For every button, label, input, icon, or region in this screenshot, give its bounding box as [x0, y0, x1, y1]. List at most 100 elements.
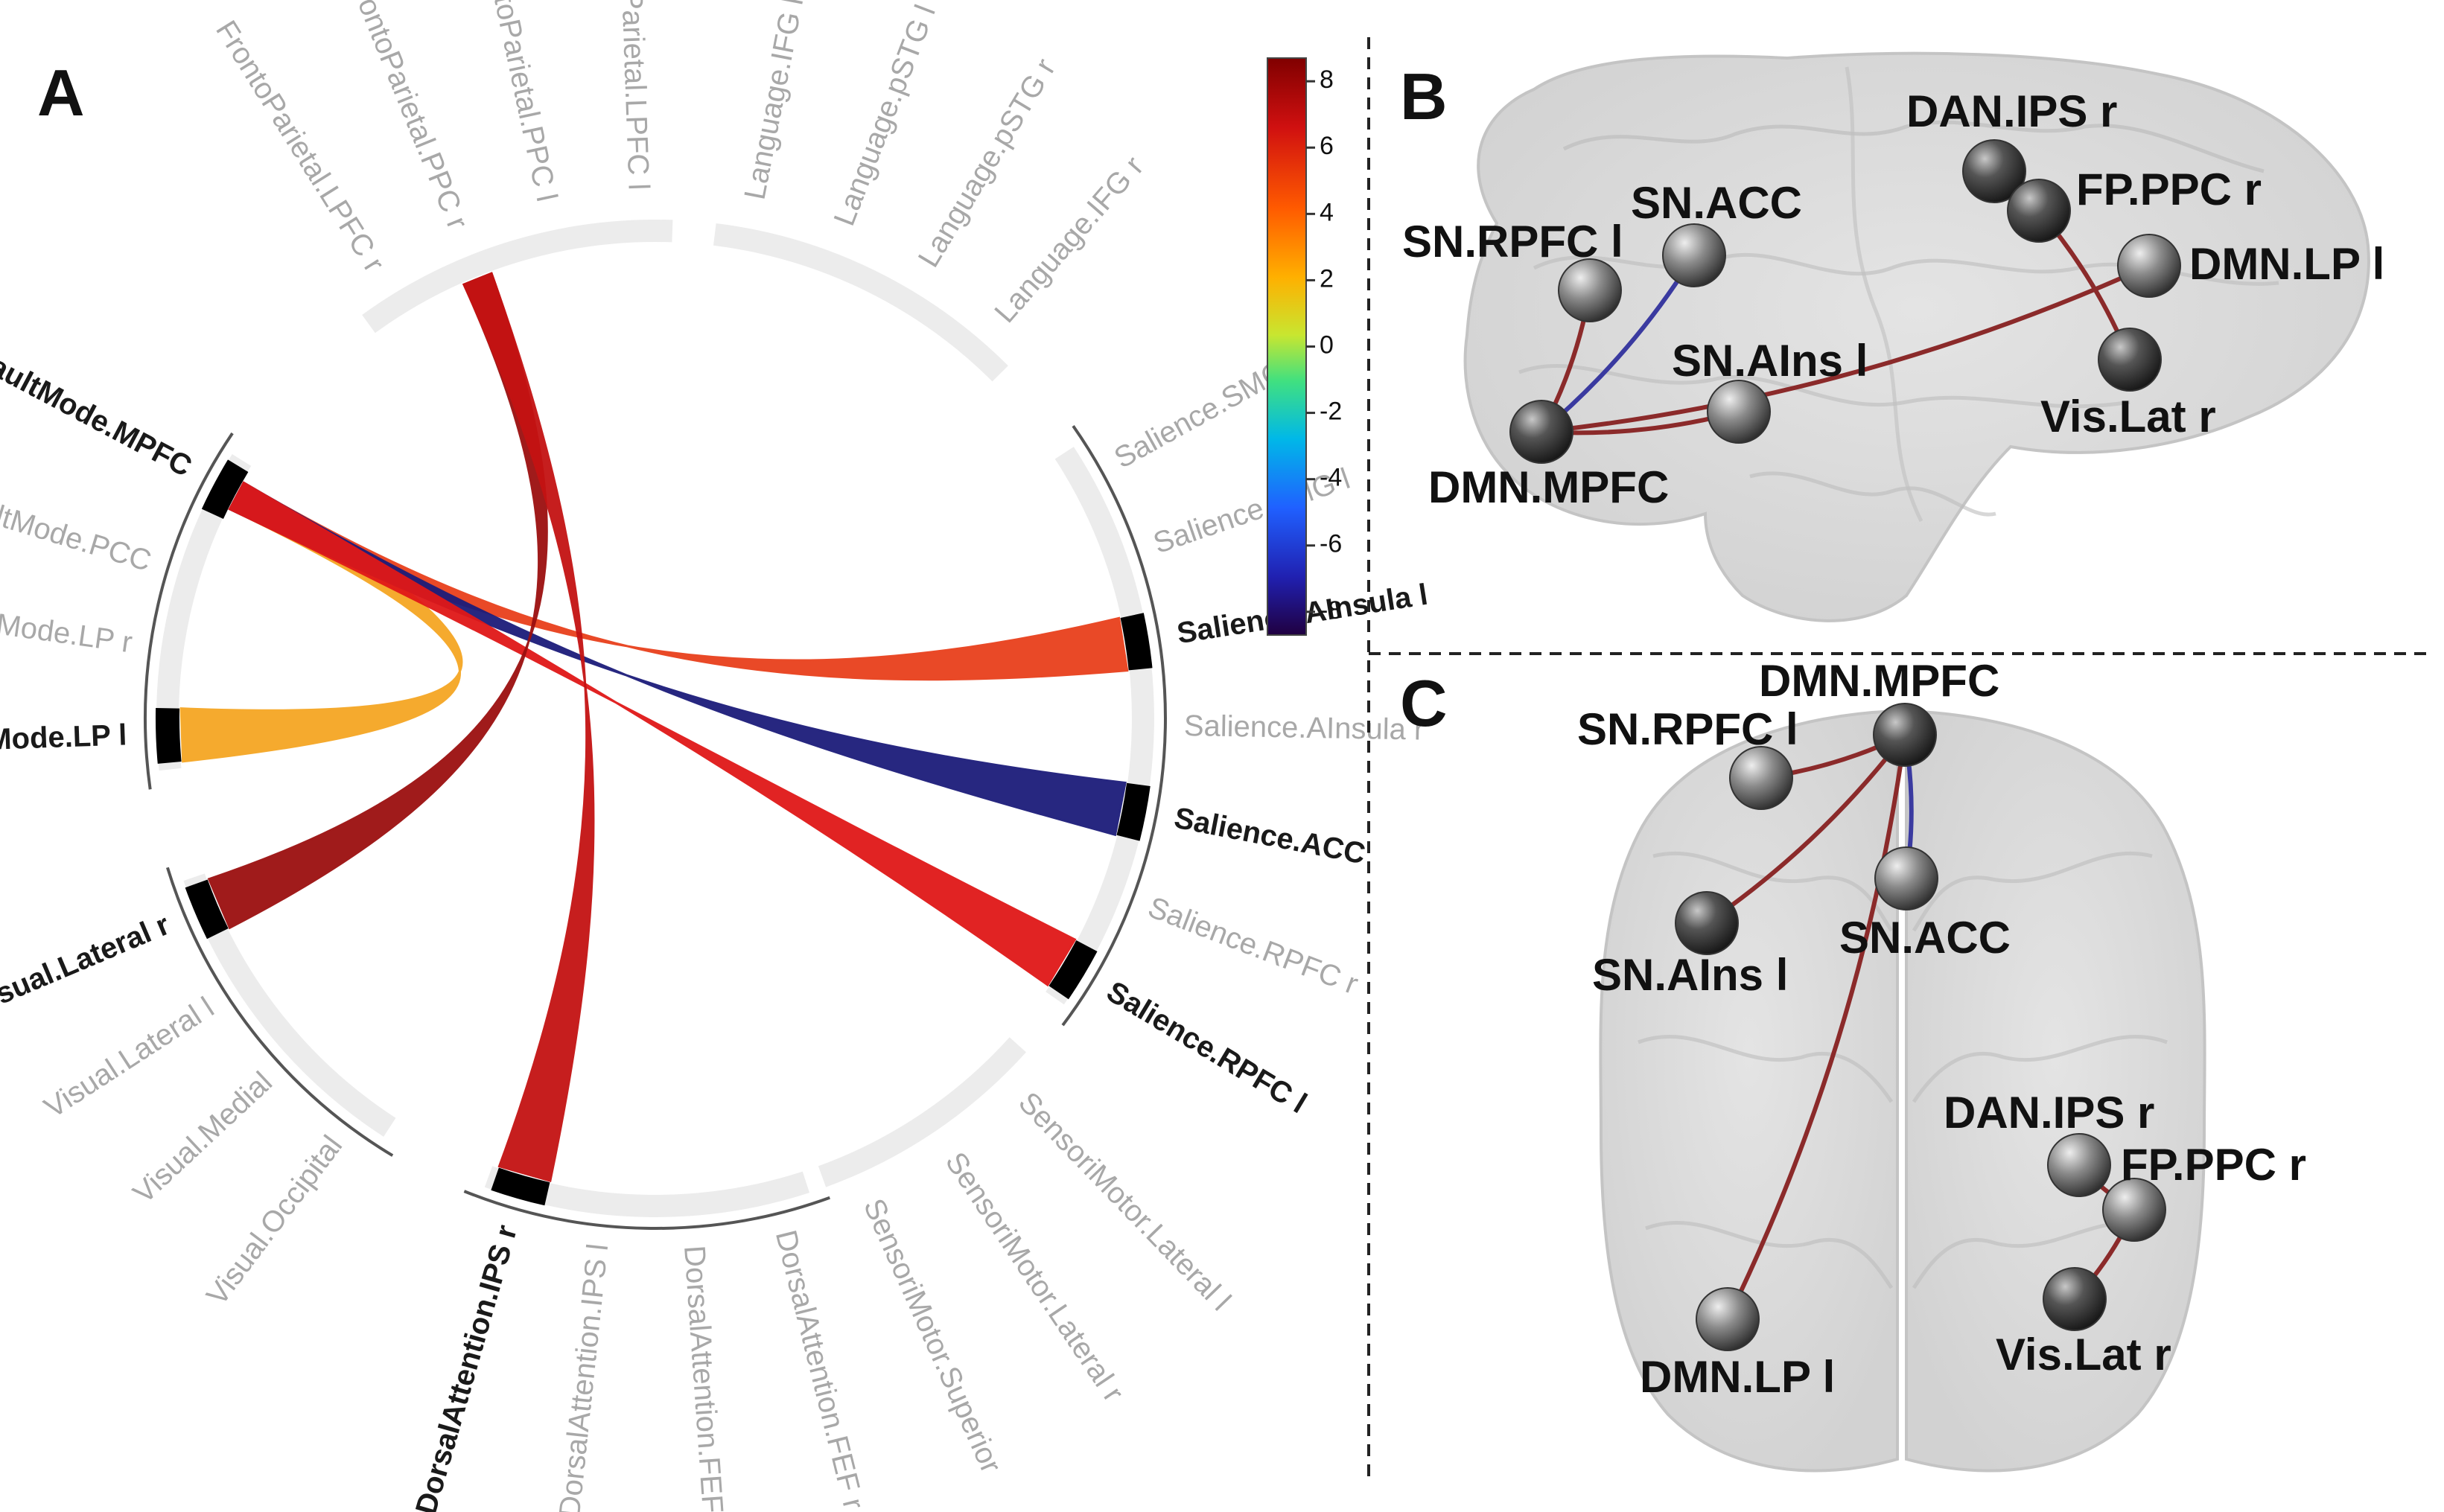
colorbar-tick-label: 0	[1320, 331, 1334, 359]
brain-node-label: FP.PPC r	[2121, 1140, 2306, 1190]
roi-label: DefaultMode.LP r	[0, 595, 134, 660]
brain-node-label: DMN.LP l	[2189, 239, 2384, 289]
panel-a-letter: A	[37, 56, 85, 130]
brain-node-label: DAN.IPS r	[1944, 1088, 2154, 1138]
chord-connection	[462, 272, 595, 1183]
roi-label: Visual.Lateral l	[39, 991, 220, 1124]
roi-label: FrontoParietal.LPFC l	[612, 0, 655, 191]
brain-node-label: SN.AIns l	[1592, 950, 1788, 1000]
brain-node-label: FP.PPC r	[2076, 165, 2262, 214]
ring-network-bracket	[463, 1190, 830, 1230]
colorbar-tick-label: -6	[1320, 530, 1342, 558]
ring-network-segment	[713, 223, 1008, 382]
colorbar-tick-label: 2	[1320, 264, 1334, 293]
ring-roi-marker	[1120, 613, 1153, 671]
colorbar-gradient	[1267, 57, 1307, 636]
roi-label: Language.IFG r	[988, 150, 1150, 329]
brain-node	[2007, 179, 2071, 243]
brain-node-label: SN.ACC	[1631, 178, 1802, 228]
brain-axial-right-hemisphere	[1905, 709, 2206, 1473]
chord-connection	[228, 481, 1077, 987]
ring-roi-marker	[1048, 940, 1098, 1000]
roi-label: Salience.RPFC r	[1144, 891, 1363, 1001]
brain-node-label: SN.AIns l	[1672, 336, 1868, 386]
ring-roi-marker	[1116, 782, 1151, 841]
colorbar-tick-label: 6	[1320, 132, 1334, 160]
colorbar-tick-label: -4	[1320, 464, 1342, 492]
ring-network-bracket	[144, 432, 234, 790]
panel-b-letter: B	[1400, 60, 1448, 133]
brain-sagittal-outline	[1463, 51, 2370, 622]
colorbar-tick-label: -8	[1320, 596, 1342, 625]
chord-ring	[144, 220, 1167, 1230]
brain-axial-left-hemisphere	[1599, 709, 1899, 1473]
colorbar-tick-label: 4	[1320, 198, 1334, 226]
roi-label: Salience.ACC	[1171, 802, 1368, 871]
ring-network-segment	[362, 220, 673, 334]
brain-node	[1558, 258, 1622, 322]
roi-label: FrontoParietal.LPFC r	[209, 15, 390, 278]
colorbar: 8 6 4 2 0 -2 -4 -6 -8	[1267, 57, 1342, 636]
roi-label: DefaultMode.LP l	[0, 718, 127, 759]
roi-label: DorsalAttention.FEF l	[678, 1245, 730, 1512]
brain-axial-outline	[1599, 709, 2206, 1473]
panel-c-letter: C	[1400, 666, 1448, 740]
chord-connection	[228, 481, 1127, 837]
brain-node-label: DMN.MPFC	[1759, 656, 1999, 706]
ring-network-bracket	[1061, 424, 1167, 1027]
brain-edge	[1705, 733, 1907, 925]
ring-roi-marker	[155, 707, 182, 764]
brain-node	[1962, 139, 2026, 203]
brain-node-label: DMN.MPFC	[1428, 462, 1669, 512]
ring-roi-marker	[185, 879, 229, 940]
colorbar-tick-label: 8	[1320, 66, 1334, 94]
brain-node-label: DMN.LP l	[1640, 1352, 1835, 1402]
brain-node-label: SN.RPFC l	[1402, 217, 1623, 267]
roi-label: DorsalAttention.IPS l	[553, 1243, 614, 1512]
ring-network-bracket	[165, 867, 394, 1157]
brain-node	[1873, 703, 1937, 767]
brain-sagittal-shape	[1463, 51, 2370, 622]
brain-node	[1707, 380, 1771, 444]
panel-b-sagittal-brain: B DAN.IPS r FP.PPC r DMN.LP l SN.ACCSN.RPFC…	[1400, 51, 2384, 622]
brain-node	[1874, 846, 1938, 910]
brain-edge	[1725, 734, 1907, 1321]
roi-label: DorsalAttention.IPS r	[410, 1222, 524, 1512]
roi-label: Visual.Occipital	[200, 1129, 349, 1311]
brain-node	[2098, 328, 2162, 392]
colorbar-tick-label: -2	[1320, 398, 1342, 426]
brain-node	[1729, 746, 1793, 810]
roi-label: FrontoParietal.PPC l	[474, 0, 563, 205]
roi-label: Language.pSTG r	[912, 53, 1062, 272]
brain-node-label: Vis.Lat r	[2040, 392, 2216, 441]
ring-network-segment	[1046, 447, 1154, 1005]
roi-label: SensoriMotor.Superior	[857, 1194, 1008, 1478]
brain-node	[2047, 1133, 2111, 1197]
roi-label: DefaultMode.PCC	[0, 476, 155, 578]
brain-node	[1696, 1287, 1760, 1351]
chord-connection	[228, 481, 1129, 681]
roi-label: FrontoParietal.PPC r	[341, 0, 474, 234]
brain-node-label: DAN.IPS r	[1906, 86, 2117, 136]
ring-roi-marker	[201, 459, 249, 520]
brain-node	[2117, 234, 2181, 298]
roi-label: Visual.Lateral r	[0, 908, 174, 1021]
panel-a-chord-diagram: A FrontoParietal.LPFC l FrontoParietal.PP…	[0, 0, 1430, 1512]
roi-label: DefaultMode.MPFC	[0, 327, 197, 483]
ring-roi-marker	[491, 1167, 550, 1206]
chord-connection	[179, 481, 463, 763]
brain-node	[1509, 400, 1573, 464]
chord-connections	[179, 272, 1129, 1183]
chord-connection	[207, 272, 548, 930]
roi-label: Language.IFG l	[739, 0, 810, 202]
brain-node	[1662, 223, 1726, 287]
colorbar-ticks: 8 6 4 2 0 -2 -4 -6 -8	[1306, 66, 1342, 625]
brain-node-label: SN.ACC	[1839, 913, 2011, 963]
roi-label: Salience.AInsula r	[1184, 709, 1425, 747]
roi-label: Language.pSTG l	[828, 1, 942, 231]
brain-node	[1675, 891, 1739, 955]
brain-node	[2043, 1267, 2107, 1331]
